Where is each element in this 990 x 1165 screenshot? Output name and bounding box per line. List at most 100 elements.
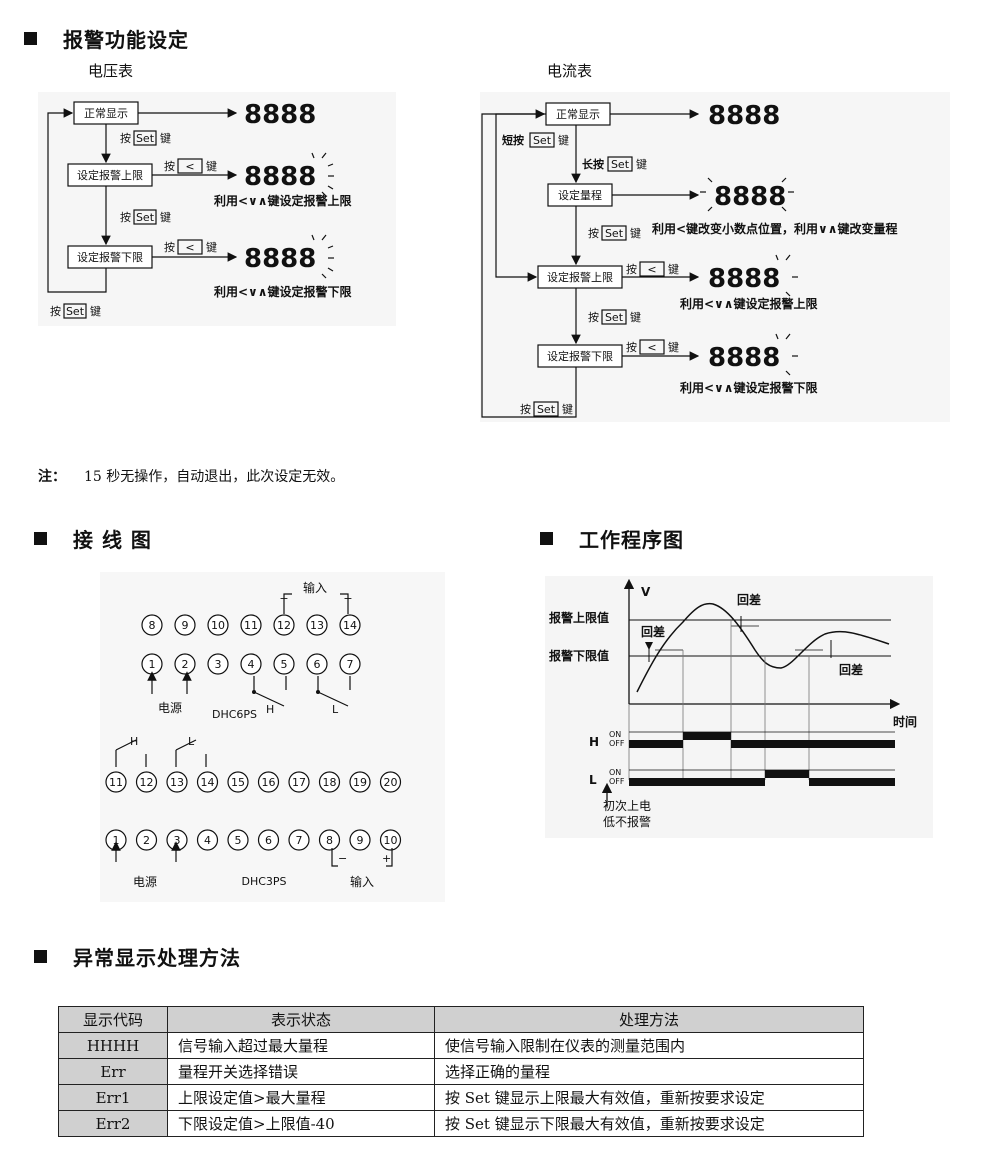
table-row: Err1 上限设定值>最大量程 按 Set 键显示上限最大有效值，重新按要求设定: [58, 1084, 864, 1111]
terminal-circle: [306, 614, 328, 636]
key-label: 键: [668, 262, 679, 276]
terminal-number: 11: [109, 776, 123, 789]
set-key-icon: [133, 130, 157, 146]
terminal-number: 8: [326, 834, 333, 847]
box-upper-label: 设定报警上限: [77, 168, 143, 182]
terminal-number: 13: [310, 619, 324, 632]
terminal-number: 1: [149, 658, 156, 671]
table-row: HHHH 信号输入超过最大量程 使信号输入限制在仪表的测量范围内: [58, 1032, 864, 1059]
note-text: 15 秒无操作，自动退出，此次设定无效。: [84, 469, 345, 485]
set-key-label: Set: [605, 227, 624, 240]
terminal-number: 7: [347, 658, 354, 671]
table-row: Err 量程开关选择错误 选择正确的量程: [58, 1058, 864, 1085]
dhc3ps-plus-label: +: [382, 852, 391, 865]
press-label: 按: [588, 226, 599, 240]
terminal-number: 16: [262, 776, 276, 789]
lower-limit-label: 报警下限值: [549, 648, 609, 663]
error-method: 选择正确的量程: [434, 1058, 864, 1085]
bullet-square-icon: [34, 532, 47, 545]
terminal-circle: [166, 771, 188, 793]
terminal-number: 6: [314, 658, 321, 671]
terminal-number: 15: [231, 776, 245, 789]
terminal-number: 4: [204, 834, 211, 847]
relay-h-label: H: [589, 735, 599, 749]
set-key-label: Set: [136, 211, 155, 224]
terminal-circle: [196, 771, 219, 793]
terminal-circle: [273, 653, 295, 675]
terminal-circle: [207, 653, 229, 675]
terminal-number: 2: [143, 834, 150, 847]
dhc3ps-h-label: H: [130, 735, 138, 748]
set-key-label: Set: [136, 132, 155, 145]
left-key-label: <: [647, 263, 656, 276]
hysteresis-label: 回差: [737, 592, 761, 607]
terminal-circle: [379, 771, 402, 793]
first-power-line1: 初次上电: [603, 799, 651, 813]
hysteresis-label: 回差: [839, 662, 863, 677]
relay-h-on-segment: [683, 732, 731, 740]
current-meter-title: 电流表: [547, 62, 593, 80]
left-key-label: <: [185, 160, 194, 173]
left-key-label: <: [647, 341, 656, 354]
table-header-row: 显示代码 表示状态 处理方法: [58, 1006, 864, 1033]
bullet-square-icon: [34, 950, 47, 963]
box-range-label: 设定量程: [558, 188, 602, 202]
dhc3ps-input-label: 输入: [350, 874, 374, 889]
display-digits-lower: 8888: [244, 244, 316, 274]
section-timing-heading: 工作程序图: [540, 524, 684, 553]
header-status: 表示状态: [167, 1006, 435, 1033]
terminal-number: 11: [244, 619, 258, 632]
on-label: ON: [609, 730, 621, 739]
terminal-circle: [135, 771, 158, 793]
section-alarm-heading: 报警功能设定: [24, 24, 189, 53]
terminal-number: 12: [140, 776, 154, 789]
terminal-circle: [288, 771, 310, 793]
current-flowchart-svg: 正常显示 设定量程 设定报警上限 设定报警下限 短按 Set 键 长按 Set …: [481, 101, 898, 418]
section-timing-title: 工作程序图: [579, 528, 684, 552]
section-errors-heading: 异常显示处理方法: [34, 942, 241, 971]
terminal-number: 20: [384, 776, 398, 789]
hint-upper: 利用<∨∧键设定报警上限: [680, 296, 818, 311]
note: 注：15 秒无操作，自动退出，此次设定无效。: [38, 466, 344, 486]
terminal-number: 10: [211, 619, 225, 632]
v-axis-label: V: [641, 585, 651, 599]
press-label: 按: [520, 402, 531, 416]
terminal-number: 18: [323, 776, 337, 789]
terminal-number: 17: [292, 776, 306, 789]
terminal-circle: [105, 771, 127, 793]
terminal-number: 19: [353, 776, 367, 789]
dhc6ps-model-label: DHC6PS: [212, 708, 257, 721]
terminal-number: 2: [182, 658, 189, 671]
set-key-label: Set: [66, 305, 85, 318]
key-label: 键: [90, 304, 101, 318]
set-key-icon: [607, 156, 633, 172]
terminal-circle: [240, 653, 262, 675]
terminal-number: 7: [296, 834, 303, 847]
voltage-flowchart: 正常显示 设定报警上限 设定报警下限 按 Set 键 按 < 键 按 Set 键…: [38, 92, 396, 326]
press-label: 按: [120, 210, 131, 224]
press-label: 按: [164, 159, 175, 173]
key-label: 键: [668, 340, 679, 354]
terminal-circle: [349, 771, 371, 793]
dhc6ps-minus-label: −: [343, 592, 352, 605]
error-status: 上限设定值>最大量程: [167, 1084, 435, 1111]
bullet-square-icon: [24, 32, 37, 45]
box-normal-label: 正常显示: [84, 107, 128, 120]
error-method: 使信号输入限制在仪表的测量范围内: [434, 1032, 864, 1059]
key-label: 键: [636, 157, 647, 171]
error-code: HHHH: [58, 1032, 168, 1059]
relay-l-off-segment: [809, 778, 895, 786]
set-key-icon: [601, 309, 627, 325]
section-wiring-title: 接 线 图: [73, 528, 152, 552]
long-press-label: 长按: [582, 157, 604, 171]
terminal-number: 9: [182, 619, 189, 632]
terminal-number: 12: [277, 619, 291, 632]
error-status: 量程开关选择错误: [167, 1058, 435, 1085]
error-table: 显示代码 表示状态 处理方法 HHHH 信号输入超过最大量程 使信号输入限制在仪…: [58, 1006, 864, 1137]
error-code: Err1: [58, 1084, 168, 1111]
set-key-icon: [63, 303, 87, 319]
terminal-circle: [207, 614, 229, 636]
